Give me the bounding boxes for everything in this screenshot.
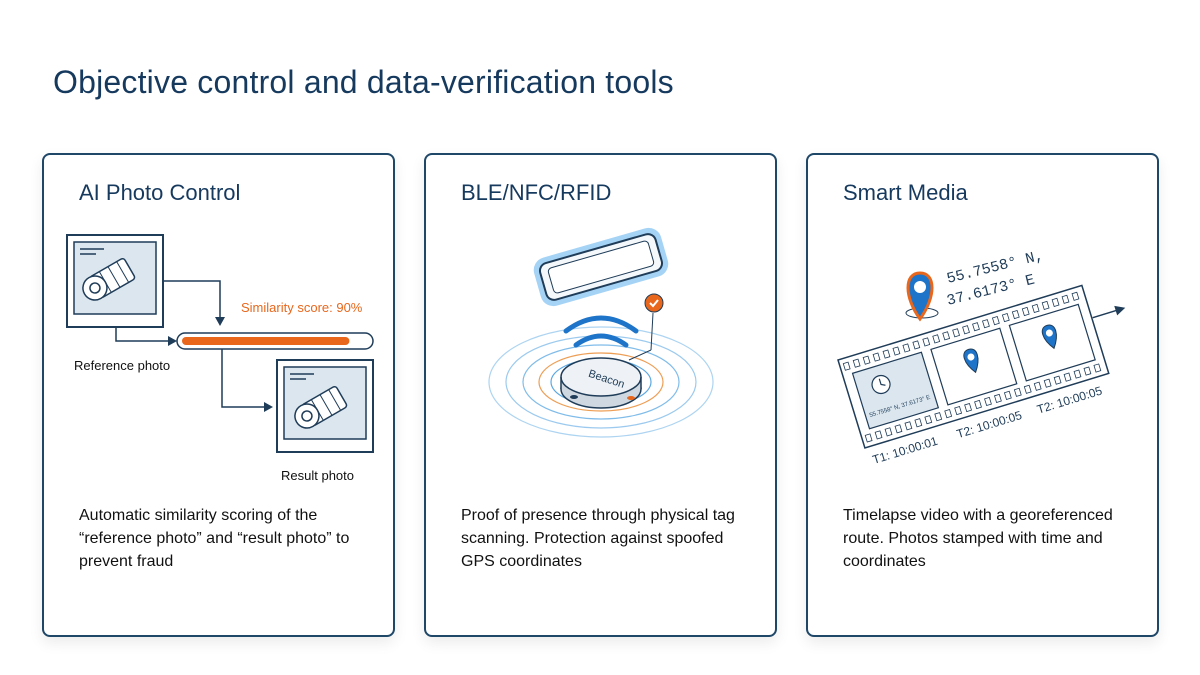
film-perforation (884, 427, 893, 437)
arrow-icon (1114, 305, 1126, 316)
film-perforation (984, 396, 992, 407)
film-perforation (922, 337, 931, 347)
film-perforation (852, 358, 861, 368)
film-perforation (864, 433, 873, 443)
film-perforation (974, 399, 982, 410)
film-perforation (842, 361, 851, 371)
film-perforation (1063, 372, 1072, 382)
map-pin-icon (905, 271, 939, 322)
film-perforation (1033, 381, 1042, 391)
film-perforation (994, 393, 1002, 403)
film-perforation (944, 409, 953, 419)
beacon-illustration: Beacon (488, 227, 714, 438)
film-perforation (862, 355, 871, 365)
card-smart-media: Smart Media 55.7558° N, 37.6173° E (806, 153, 1159, 637)
film-perforation (1013, 387, 1022, 397)
photo-comparison-illustration: Similarity score: 90% Reference photo Re… (66, 234, 374, 483)
film-perforation (932, 334, 941, 344)
film-perforation (991, 316, 1000, 326)
smartphone-icon (533, 227, 669, 307)
card-description: Automatic similarity scoring of the “ref… (79, 507, 350, 570)
film-perforation (1053, 375, 1062, 385)
film-perforation (942, 331, 951, 341)
film-perforation (1073, 369, 1082, 379)
film-perforation (914, 418, 923, 428)
clock-icon (871, 374, 891, 395)
card-title: AI Photo Control (79, 180, 241, 205)
result-photo-icon (276, 359, 374, 453)
filmstrip-illustration: 55.7558° N, 37.6173° E T1: 10:00:01 T2: … (837, 247, 1126, 467)
wifi-signal-icon (563, 315, 639, 348)
film-perforation (1003, 390, 1012, 400)
film-perforation (1043, 378, 1052, 388)
frame-1 (851, 351, 940, 430)
film-perforation (1061, 294, 1070, 304)
film-perforation (1071, 291, 1080, 301)
film-perforation (912, 340, 921, 350)
card-title: BLE/NFC/RFID (461, 180, 612, 205)
film-perforation (872, 352, 881, 362)
film-perforation (892, 346, 901, 356)
result-photo-label: Result photo (281, 468, 354, 483)
check-badge-icon (644, 293, 664, 313)
reference-photo-icon (66, 234, 164, 328)
film-perforation (972, 322, 980, 332)
page-title: Objective control and data-verification … (53, 64, 674, 100)
film-perforation (954, 406, 963, 416)
location-pin-icon (963, 348, 979, 374)
film-perforation (1011, 309, 1020, 320)
film-perforation (902, 343, 911, 353)
film-perforation (882, 349, 891, 359)
film-perforation (1031, 303, 1040, 314)
beacon-icon: Beacon (560, 357, 642, 409)
reference-photo-label: Reference photo (74, 358, 170, 373)
location-pin-icon (1041, 324, 1057, 350)
film-perforation (1001, 313, 1010, 323)
similarity-label: Similarity score: 90% (241, 300, 363, 315)
film-perforation (1041, 300, 1050, 310)
film-perforation (1023, 384, 1032, 394)
card-description: Timelapse video with a georeferenced rou… (843, 507, 1113, 570)
card-ai-photo-control: AI Photo Control Similarity scor (42, 153, 395, 637)
film-perforation (894, 424, 903, 434)
film-perforation (1093, 363, 1102, 373)
film-perforation (904, 421, 913, 431)
film-perforation (874, 430, 883, 440)
film-perforation (964, 402, 972, 413)
card-description: Proof of presence through physical tag s… (461, 507, 735, 570)
film-perforation (1083, 366, 1092, 376)
film-perforation (1051, 297, 1060, 307)
film-perforation (1021, 306, 1030, 317)
film-perforation (924, 415, 933, 425)
film-perforation (952, 328, 961, 338)
card-title: Smart Media (843, 180, 968, 205)
similarity-bar-fill (182, 337, 350, 345)
card-ble-nfc-rfid: BLE/NFC/RFID Beacon (424, 153, 777, 637)
film-perforation (934, 412, 943, 422)
film-perforation (962, 325, 970, 335)
film-perforation (982, 319, 990, 329)
